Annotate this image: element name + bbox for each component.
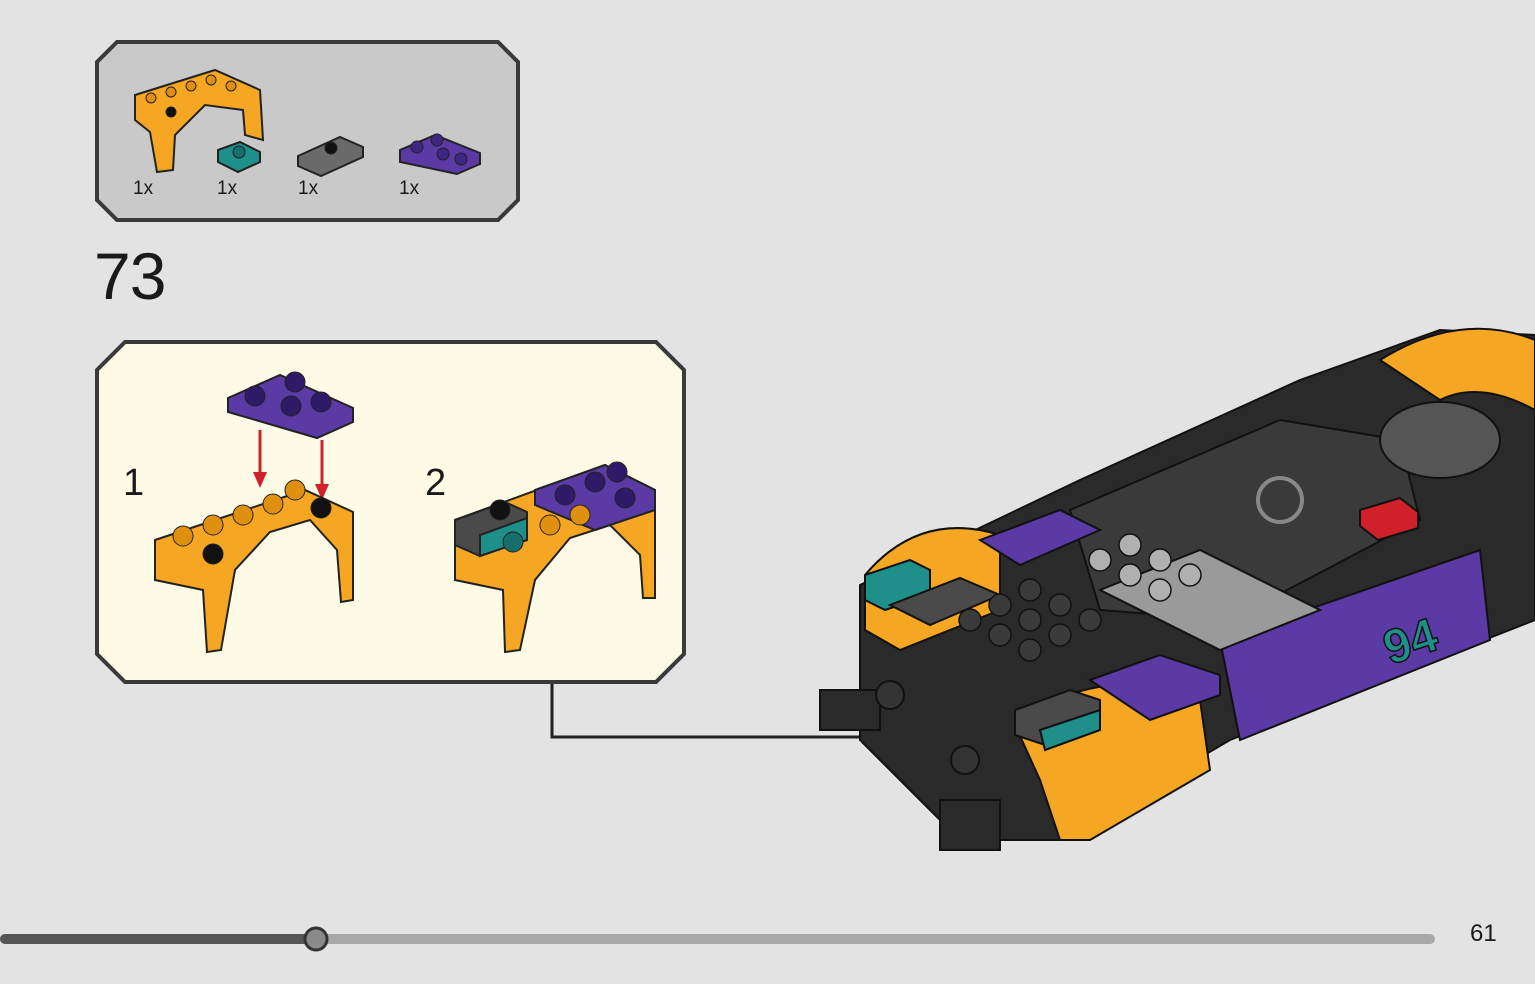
part-quantity: 1x	[217, 178, 238, 199]
orange-arch-step2	[454, 461, 656, 654]
parts-list-panel: 1x 1x 1x 1x	[95, 40, 520, 222]
sub-step-label: 1	[123, 462, 145, 504]
callout-frame	[95, 340, 686, 684]
progress-knob	[303, 926, 329, 952]
part-gray-jumper	[297, 135, 364, 178]
parts-list-frame	[95, 40, 520, 222]
part-quantity: 1x	[298, 178, 319, 199]
part-teal-plate	[217, 140, 261, 174]
part-purple-corner	[399, 133, 481, 176]
progress-fill	[0, 934, 316, 944]
part-quantity: 1x	[133, 178, 154, 199]
purple-plate-incoming	[227, 371, 354, 440]
progress-bar	[0, 926, 1435, 952]
insert-arrows	[253, 430, 329, 500]
race-car-model: 94	[819, 327, 1535, 851]
orange-arch-step1	[154, 479, 354, 654]
sub-assembly-callout: 1 2	[95, 340, 686, 684]
part-orange-arch	[134, 68, 265, 174]
step-number: 73	[94, 239, 166, 313]
page-number: 61	[1470, 920, 1497, 947]
part-quantity: 1x	[399, 178, 420, 199]
sub-step-label: 2	[425, 462, 447, 504]
